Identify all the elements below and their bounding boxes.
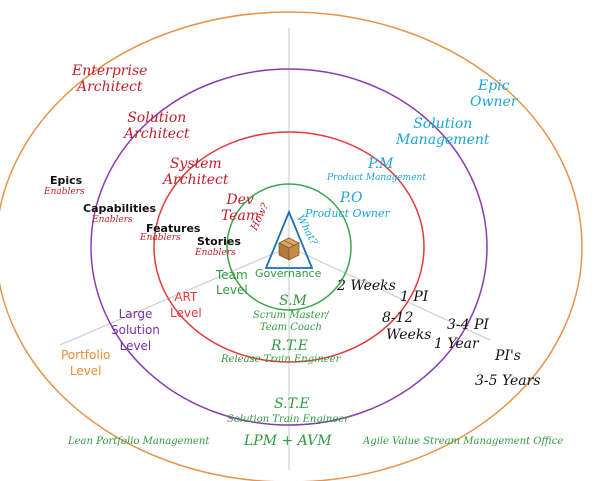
governance-label: Governance xyxy=(255,267,322,280)
epics-enablers-label: Enablers xyxy=(44,187,85,197)
solution-management-line1: Solution xyxy=(413,116,473,132)
avm-full-label: Agile Value Stream Management Office xyxy=(363,436,564,447)
large-solution-level-line3: Level xyxy=(119,339,152,353)
ste-abbr-label: S.T.E xyxy=(274,396,310,412)
stories-label: Stories xyxy=(197,235,241,248)
dev-team-line2: Team xyxy=(221,208,260,224)
stories-enablers-label: Enablers xyxy=(195,248,236,258)
po-full-label: Product Owner xyxy=(305,207,390,220)
portfolio-ring xyxy=(0,11,583,481)
features-label: Features xyxy=(146,222,201,235)
system-architect-line1: System xyxy=(169,156,222,172)
solution-architect-line1: Solution xyxy=(127,110,187,126)
package-icon xyxy=(278,237,300,261)
capabilities-enablers-label: Enablers xyxy=(92,215,133,225)
epics-label: Epics xyxy=(50,174,83,187)
art-level-line2: Level xyxy=(170,306,202,320)
portfolio-level-label: Portfolio Level xyxy=(61,347,110,379)
po-abbr-label: P.O xyxy=(340,190,363,206)
epic-owner-label: Epic Owner xyxy=(470,78,517,110)
large-solution-level-line1: Large xyxy=(118,307,153,321)
two-weeks-label: 2 Weeks xyxy=(337,278,396,294)
diagonal-guide-left xyxy=(59,246,290,346)
three-five-years-label: 3-5 Years xyxy=(475,373,541,389)
lpm-avm-label: LPM + AVM xyxy=(244,433,332,449)
pis-label: PI's xyxy=(495,348,521,364)
governance-triangle xyxy=(264,209,314,269)
solution-architect-label: Solution Architect xyxy=(124,110,190,142)
sm-abbr-label: S.M xyxy=(279,293,307,309)
diagonal-guide-right xyxy=(288,246,491,341)
system-architect-label: System Architect xyxy=(163,156,229,188)
dev-team-label: Dev Team xyxy=(221,192,259,224)
one-pi-label: 1 PI xyxy=(400,289,429,305)
art-ring xyxy=(153,131,425,363)
ste-full-label: Solution Train Engineer xyxy=(227,414,349,425)
solution-management-label: Solution Management xyxy=(396,116,490,148)
solution-architect-line2: Architect xyxy=(124,126,190,142)
three-four-pi-label: 3-4 PI xyxy=(447,317,489,333)
lpm-full-label: Lean Portfolio Management xyxy=(68,436,210,447)
sm-full-line2: Team Coach xyxy=(259,322,322,333)
large-solution-level-label: Large Solution Level xyxy=(111,306,160,354)
large-solution-ring xyxy=(90,68,488,426)
team-level-label: Team Level xyxy=(216,268,248,298)
system-architect-line2: Architect xyxy=(163,172,229,188)
eight-twelve-label: 8-12 xyxy=(382,310,414,326)
rte-full-label: Release Train Engineer xyxy=(221,354,341,365)
weeks-label: Weeks xyxy=(386,327,432,343)
features-enablers-label: Enablers xyxy=(140,233,181,243)
dev-team-line1: Dev xyxy=(226,192,254,208)
team-level-line1: Team xyxy=(216,268,248,282)
sm-full-label: Scrum Master/ Team Coach xyxy=(253,310,329,334)
art-level-label: ART Level xyxy=(170,289,202,321)
pm-abbr-label: P.M xyxy=(368,156,394,172)
epic-owner-line1: Epic xyxy=(477,78,510,94)
one-year-label: 1 Year xyxy=(434,336,479,352)
enterprise-architect-line2: Architect xyxy=(76,79,143,95)
capabilities-label: Capabilities xyxy=(83,202,157,215)
team-level-line2: Level xyxy=(216,283,248,297)
epic-owner-line2: Owner xyxy=(470,94,518,110)
sm-full-line1: Scrum Master/ xyxy=(253,310,329,321)
large-solution-level-line2: Solution xyxy=(111,323,160,337)
art-level-line1: ART xyxy=(174,290,198,304)
portfolio-level-line1: Portfolio xyxy=(61,348,111,362)
rte-abbr-label: R.T.E xyxy=(271,338,308,354)
pm-full-label: Product Management xyxy=(327,173,426,183)
solution-management-line2: Management xyxy=(396,132,490,148)
team-ring xyxy=(226,183,352,311)
enterprise-architect-line1: Enterprise xyxy=(72,63,148,79)
enterprise-architect-label: Enterprise Architect xyxy=(72,63,147,95)
portfolio-level-line2: Level xyxy=(69,364,102,378)
